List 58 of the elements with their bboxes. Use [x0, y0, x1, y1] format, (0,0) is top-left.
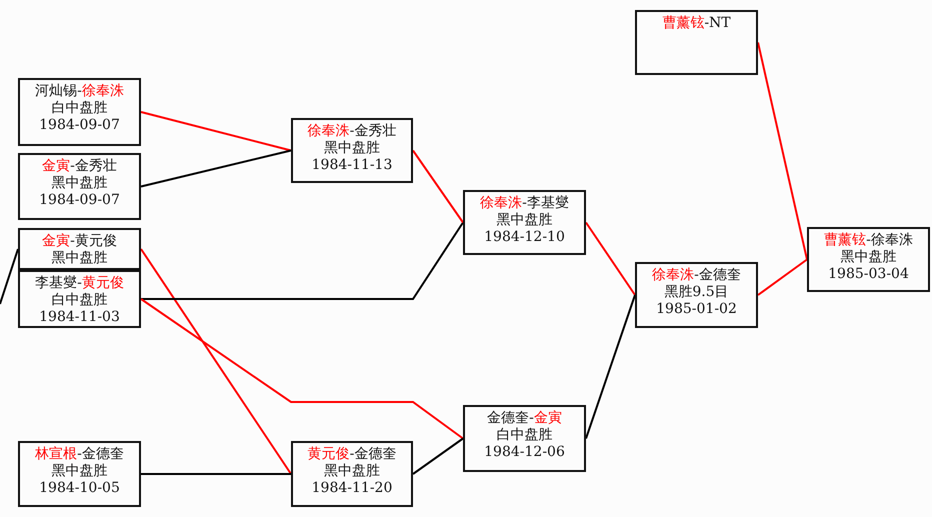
result-label: 黑中盘胜 — [496, 212, 552, 229]
match-box — [18, 441, 141, 507]
bracket-line — [141, 473, 291, 475]
bracket-line — [141, 222, 464, 300]
bracket-line — [757, 42, 808, 260]
match-box — [18, 78, 141, 146]
players-label: 河灿锡-徐奉洙 — [35, 83, 124, 100]
players-label: 徐奉洙-李基燮 — [480, 195, 569, 212]
bracket-line — [412, 438, 464, 475]
bracket-line — [140, 298, 464, 440]
players-label: 黄元俊-金德奎 — [308, 446, 396, 463]
match-box — [635, 262, 758, 328]
date-label: 1984-10-05 — [39, 480, 120, 497]
players-label: 徐奉洙-金德奎 — [652, 267, 741, 284]
players-label: 林宣根-金德奎 — [35, 446, 124, 463]
match-box — [291, 118, 413, 183]
players-label: 徐奉洙-金秀壮 — [308, 123, 396, 140]
players-label: 曹薰铉-NT — [662, 15, 731, 32]
date-label: 1984-12-10 — [484, 229, 565, 246]
result-label: 黑中盘胜 — [840, 249, 896, 266]
date-label: 1984-09-07 — [39, 192, 120, 209]
date-label: 1984-09-07 — [39, 117, 120, 134]
players-label: 金寅-金秀壮 — [42, 158, 117, 175]
players-label: 金寅-黄元俊 — [42, 233, 117, 250]
date-label: 1984-12-06 — [484, 444, 565, 461]
players-label: 李基燮-黄元俊 — [35, 275, 124, 292]
match-box — [635, 10, 758, 75]
bracket-line — [757, 258, 808, 296]
players-label: 金德奎-金寅 — [487, 410, 562, 427]
result-label: 黑中盘胜 — [52, 250, 108, 267]
result-label: 黑中盘胜 — [52, 175, 108, 192]
result-label: 白中盘胜 — [52, 292, 108, 309]
match-box — [463, 190, 586, 255]
bracket-line — [140, 111, 292, 152]
date-label: 1985-03-04 — [828, 266, 909, 283]
result-label: 白中盘胜 — [52, 100, 108, 117]
match-box — [807, 227, 930, 292]
result-label: 黑中盘胜 — [324, 140, 380, 157]
bracket-line — [412, 150, 464, 224]
match-box — [18, 228, 141, 270]
bracket-line — [140, 248, 292, 475]
bracket-line — [585, 222, 636, 296]
players-label: 曹薰铉-徐奉洙 — [824, 232, 913, 249]
match-box — [18, 270, 141, 328]
bracket-line — [585, 294, 636, 439]
result-label: 黑中盘胜 — [52, 463, 108, 480]
date-label: 1984-11-20 — [312, 480, 392, 497]
date-label: 1985-01-02 — [656, 301, 737, 318]
match-box — [18, 153, 141, 220]
match-box — [291, 441, 413, 507]
match-box — [463, 405, 586, 472]
result-label: 白中盘胜 — [496, 427, 552, 444]
bracket-line — [140, 150, 292, 188]
result-label: 黑中盘胜 — [324, 463, 380, 480]
result-label: 黑胜9.5目 — [664, 284, 729, 301]
bracket-line — [0, 248, 19, 304]
date-label: 1984-11-13 — [312, 157, 392, 174]
date-label: 1984-11-03 — [39, 309, 120, 326]
